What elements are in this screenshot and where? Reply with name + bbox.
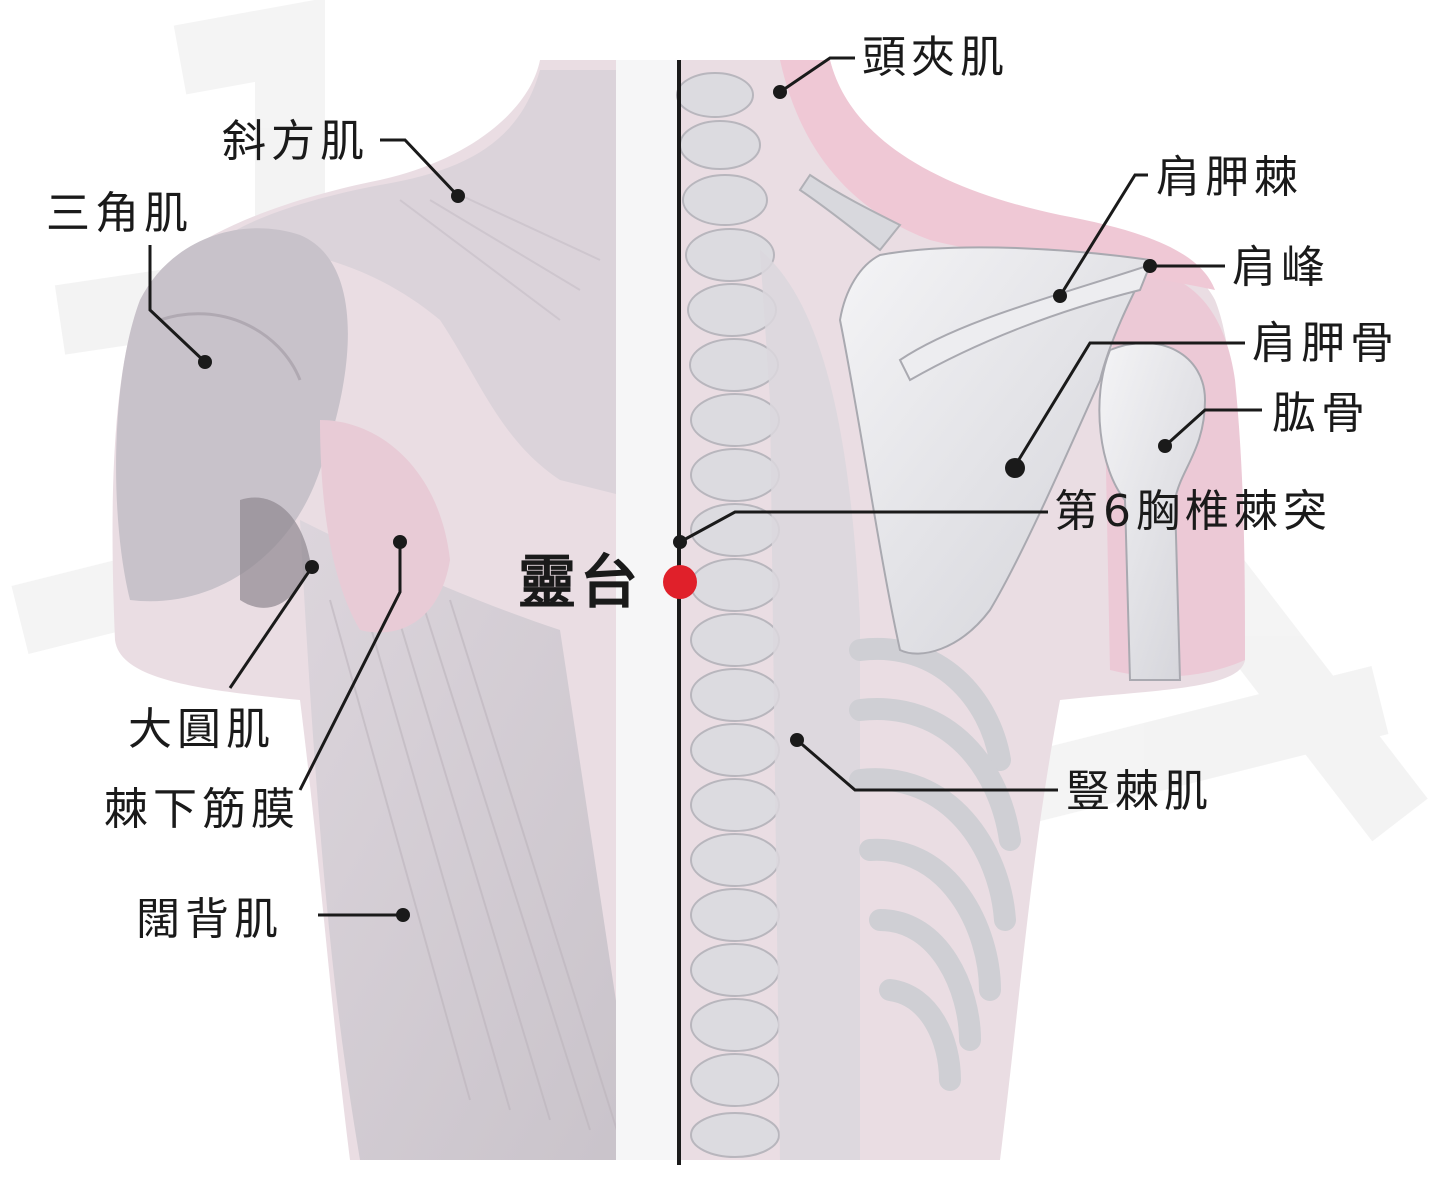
vertebrae xyxy=(676,72,780,1158)
leader-trapezius xyxy=(380,138,460,198)
leader-scapular-spine xyxy=(1058,173,1148,297)
label-acromion: 肩峰 xyxy=(1232,242,1330,293)
humerus-bone xyxy=(1098,342,1207,681)
leader-humerus xyxy=(1163,408,1262,448)
leader-erector xyxy=(796,738,1058,792)
dot-t6 xyxy=(673,535,687,549)
leader-splenius xyxy=(779,56,855,94)
label-latissimus: 闊背肌 xyxy=(136,894,283,945)
label-t6-spinous: 第6胸椎棘突 xyxy=(1054,486,1332,537)
label-teres-major: 大圓肌 xyxy=(128,704,275,755)
spine-band xyxy=(616,60,678,1160)
leader-teres-major xyxy=(228,566,314,689)
dot-infraspinous xyxy=(393,535,407,549)
deltoid-muscle xyxy=(116,228,348,602)
ribs xyxy=(849,637,1021,1091)
dot-deltoid xyxy=(198,355,212,369)
leader-t6 xyxy=(679,510,1048,544)
dot-latissimus xyxy=(396,908,410,922)
dot-teres-major xyxy=(305,560,319,574)
teres-major-shadow xyxy=(240,497,310,608)
scapular-spine-ridge xyxy=(898,263,1152,382)
right-shoulder-muscle xyxy=(780,60,1215,290)
dot-humerus xyxy=(1158,439,1172,453)
dot-erector xyxy=(790,733,804,747)
dot-trapezius xyxy=(451,189,465,203)
leader-deltoid xyxy=(148,245,207,364)
label-scapula: 肩胛骨 xyxy=(1252,318,1399,369)
label-trapezius: 斜方肌 xyxy=(222,116,369,167)
label-infraspinous-fascia: 棘下筋膜 xyxy=(104,784,300,835)
label-deltoid: 三角肌 xyxy=(46,188,193,239)
acupoint-marker xyxy=(663,565,697,599)
dot-acromion xyxy=(1143,259,1157,273)
leader-scapula xyxy=(1013,341,1245,467)
erector-spinae-muscle xyxy=(760,250,860,1160)
infraspinatus-area xyxy=(320,420,450,633)
dot-scapular-spine xyxy=(1053,289,1067,303)
label-scapular-spine: 肩胛棘 xyxy=(1156,152,1303,203)
leader-infraspinous xyxy=(298,542,402,791)
label-splenius: 頭夾肌 xyxy=(862,32,1009,83)
label-humerus: 肱骨 xyxy=(1272,388,1370,439)
clavicle-bone xyxy=(798,173,902,252)
dot-scapula xyxy=(1005,458,1025,478)
label-erector-spinae: 豎棘肌 xyxy=(1066,766,1213,817)
acupoint-name: 靈台 xyxy=(518,548,643,616)
trapezius-muscle xyxy=(210,70,640,500)
dot-splenius xyxy=(773,85,787,99)
